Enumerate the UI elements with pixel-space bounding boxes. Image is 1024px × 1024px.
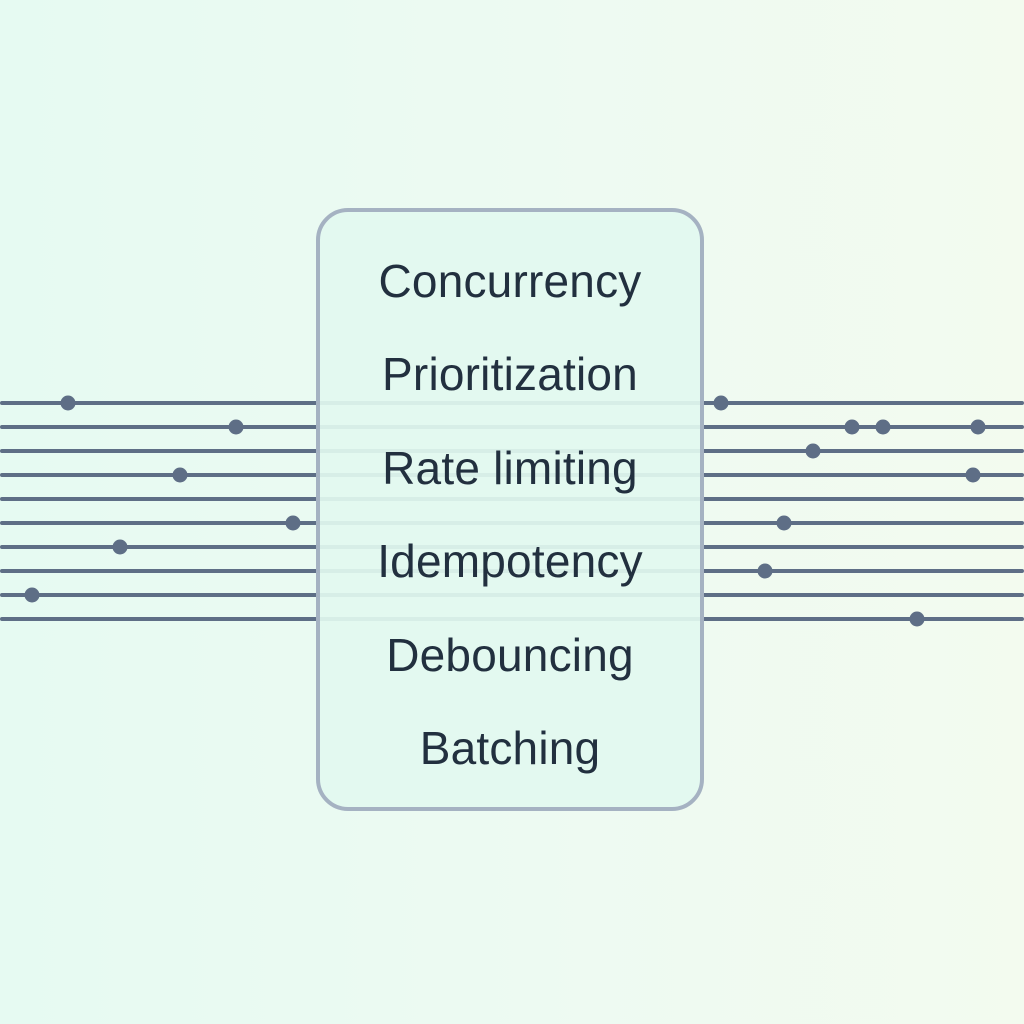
card-item-batching: Batching [419,722,601,775]
trace-dot [875,419,891,435]
trace-dot [228,419,244,435]
trace-dot [172,467,188,483]
trace-dot [805,443,821,459]
trace-dot [970,419,986,435]
card-item-prioritization: Prioritization [382,348,638,401]
trace-dot [112,539,128,555]
trace-dot [285,515,301,531]
trace-dot [776,515,792,531]
trace-dot [24,587,40,603]
card-item-idempotency: Idempotency [377,535,643,588]
trace-dot [909,611,925,627]
card-item-rate-limiting: Rate limiting [382,441,638,494]
trace-dot [60,395,76,411]
card-item-concurrency: Concurrency [378,254,642,307]
techniques-card: Concurrency Prioritization Rate limiting… [316,208,704,811]
trace-dot [844,419,860,435]
trace-dot [965,467,981,483]
trace-dot [757,563,773,579]
trace-dot [713,395,729,411]
card-item-debouncing: Debouncing [386,628,634,681]
